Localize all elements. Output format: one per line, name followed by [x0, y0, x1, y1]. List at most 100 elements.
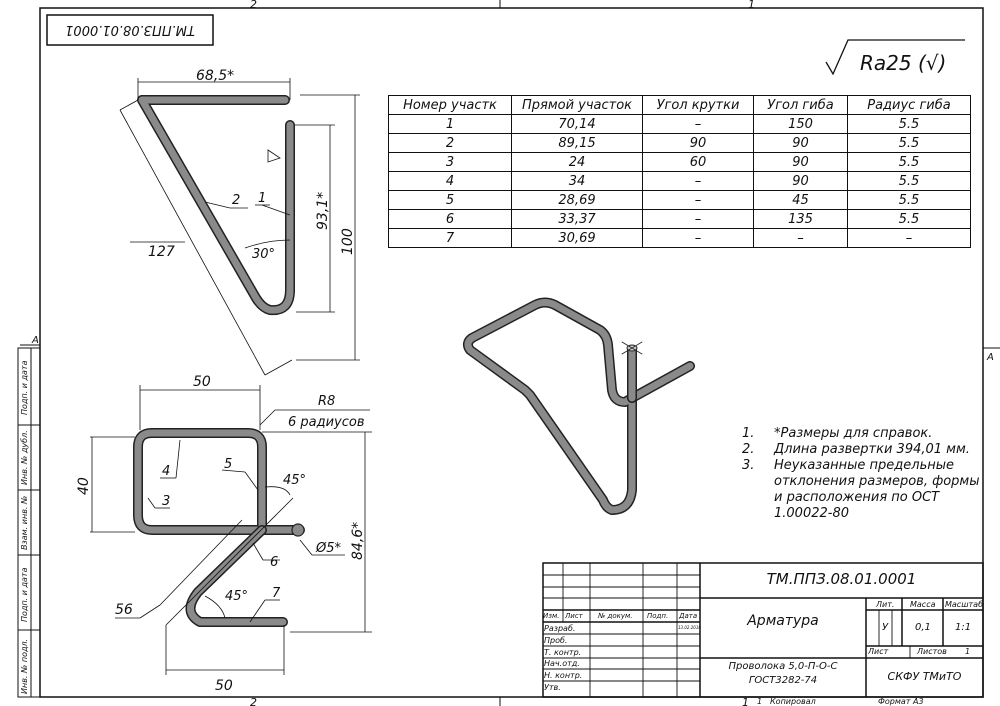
wire-bottom-view — [133, 428, 305, 627]
zone-marker: A — [986, 352, 994, 363]
table-cell: 5.5 — [847, 209, 971, 229]
table-cell: 135 — [753, 209, 848, 229]
segment-label-5: 5 — [224, 457, 232, 472]
table-cell: – — [642, 190, 754, 210]
note-number: 2. — [742, 442, 755, 457]
scale-value: 1:1 — [955, 622, 972, 633]
table-cell: 5.5 — [847, 152, 971, 172]
part-name: Арматура — [747, 613, 819, 629]
date-value: 13.02.2016 — [678, 625, 701, 630]
angle-lower: 45° — [225, 589, 248, 604]
table-cell: 7 — [388, 228, 512, 248]
zone-marker: A — [31, 335, 39, 346]
table-cell: 3 — [388, 152, 512, 172]
table-cell: 60 — [642, 152, 754, 172]
dim-top-width: 50 — [193, 374, 211, 390]
table-cell: 24 — [511, 152, 643, 172]
table-cell: – — [753, 228, 848, 248]
role-label: Разраб. — [544, 624, 576, 633]
radius-label: R8 — [318, 394, 335, 409]
diameter-label: Ø5* — [315, 541, 342, 556]
col-header-list: Лист — [565, 612, 583, 620]
segment-label-6: 6 — [270, 555, 278, 570]
note-text: Неуказанные предельные отклонения размер… — [774, 458, 980, 521]
corner-stamp-box — [46, 14, 214, 46]
col-header-sign: Подп. — [647, 612, 669, 620]
dim-height: 40 — [76, 477, 92, 495]
segment-label-1: 1 — [258, 191, 266, 206]
role-label: Проб. — [544, 636, 568, 645]
table-cell: 45 — [753, 190, 848, 210]
table-cell: 150 — [753, 114, 848, 134]
dim-height-ref: 93,1* — [315, 192, 331, 230]
segment-label-7: 7 — [272, 586, 281, 601]
scale-label: Масштаб — [945, 600, 984, 609]
table-cell: 5.5 — [847, 190, 971, 210]
side-strip-label: Инв. № подл. — [20, 639, 29, 694]
table-cell: 90 — [753, 171, 848, 191]
note-text: *Размеры для справок. — [774, 426, 933, 441]
doc-code: ТМ.ППЗ.08.01.0001 — [766, 570, 917, 588]
side-strip-label: Инв. № дубл. — [20, 430, 29, 485]
table-cell: – — [847, 228, 971, 248]
note-number: 3. — [742, 458, 755, 473]
sheets-label: Листов — [917, 647, 947, 656]
lit-label: Лит. — [876, 600, 895, 609]
roughness-symbol: Ra25 (√) — [825, 39, 965, 76]
note-text: Длина развертки 394,01 мм. — [774, 442, 970, 457]
corner-stamp: ТМ.ППЗ.08.01.0001 — [65, 22, 195, 37]
table-header-row: Номер участк Прямой участок Угол крутки … — [388, 95, 971, 115]
zone-marker: 2 — [250, 696, 257, 706]
organization: СКФУ ТМиТО — [887, 670, 962, 683]
table-cell: 90 — [753, 152, 848, 172]
segment-label-4: 4 — [162, 464, 170, 479]
zone-marker: 1 — [748, 0, 755, 11]
mass-label: Масса — [910, 600, 936, 609]
column-header: Радиус гиба — [847, 95, 971, 115]
table-cell: 34 — [511, 171, 643, 191]
bend-table: Номер участк Прямой участок Угол крутки … — [388, 95, 971, 248]
angle-label: 30° — [252, 247, 275, 262]
sheet-label: Лист — [868, 647, 889, 656]
note-item: 2. Длина развертки 394,01 мм. — [742, 442, 980, 458]
segment-label-2: 2 — [232, 193, 240, 208]
role-label: Н. контр. — [544, 671, 583, 680]
dim-width: 68,5* — [196, 68, 234, 84]
dim-diagonal: 127 — [148, 244, 175, 260]
zone-marker: 1 — [742, 696, 749, 706]
lit-value: У — [882, 622, 889, 633]
radius-note: 6 радиусов — [288, 415, 365, 430]
table-cell: 70,14 — [511, 114, 643, 134]
notes: 1. *Размеры для справок. 2. Длина развертк… — [742, 426, 980, 522]
table-cell: 30,69 — [511, 228, 643, 248]
copied-label: Копировал — [770, 697, 816, 706]
copied-number: 1 — [757, 697, 763, 706]
wire-top-view — [137, 95, 295, 316]
role-label: Утв. — [544, 683, 561, 692]
table-cell: – — [642, 114, 754, 134]
segment-label-3: 3 — [162, 494, 170, 509]
note-item: 1. *Размеры для справок. — [742, 426, 980, 442]
side-strip-label: Взам. инв. № — [20, 496, 29, 550]
col-header-izm: Изм. — [543, 612, 560, 620]
table-cell: 5.5 — [847, 171, 971, 191]
table-cell: 28,69 — [511, 190, 643, 210]
table-cell: 4 — [388, 171, 512, 191]
note-number: 1. — [742, 426, 755, 441]
role-label: Нач.отд. — [544, 659, 580, 668]
dimensions-top-view — [119, 78, 360, 376]
column-header: Прямой участок — [511, 95, 643, 115]
material-line2: ГОСТ3282-74 — [748, 675, 818, 686]
dim-bottom-width: 50 — [215, 678, 233, 694]
col-header-date: Дата — [679, 612, 698, 620]
dimensions-bottom-view — [90, 385, 372, 675]
role-label: Т. контр. — [544, 648, 582, 657]
side-strip-label: Подп. и дата — [20, 360, 29, 415]
